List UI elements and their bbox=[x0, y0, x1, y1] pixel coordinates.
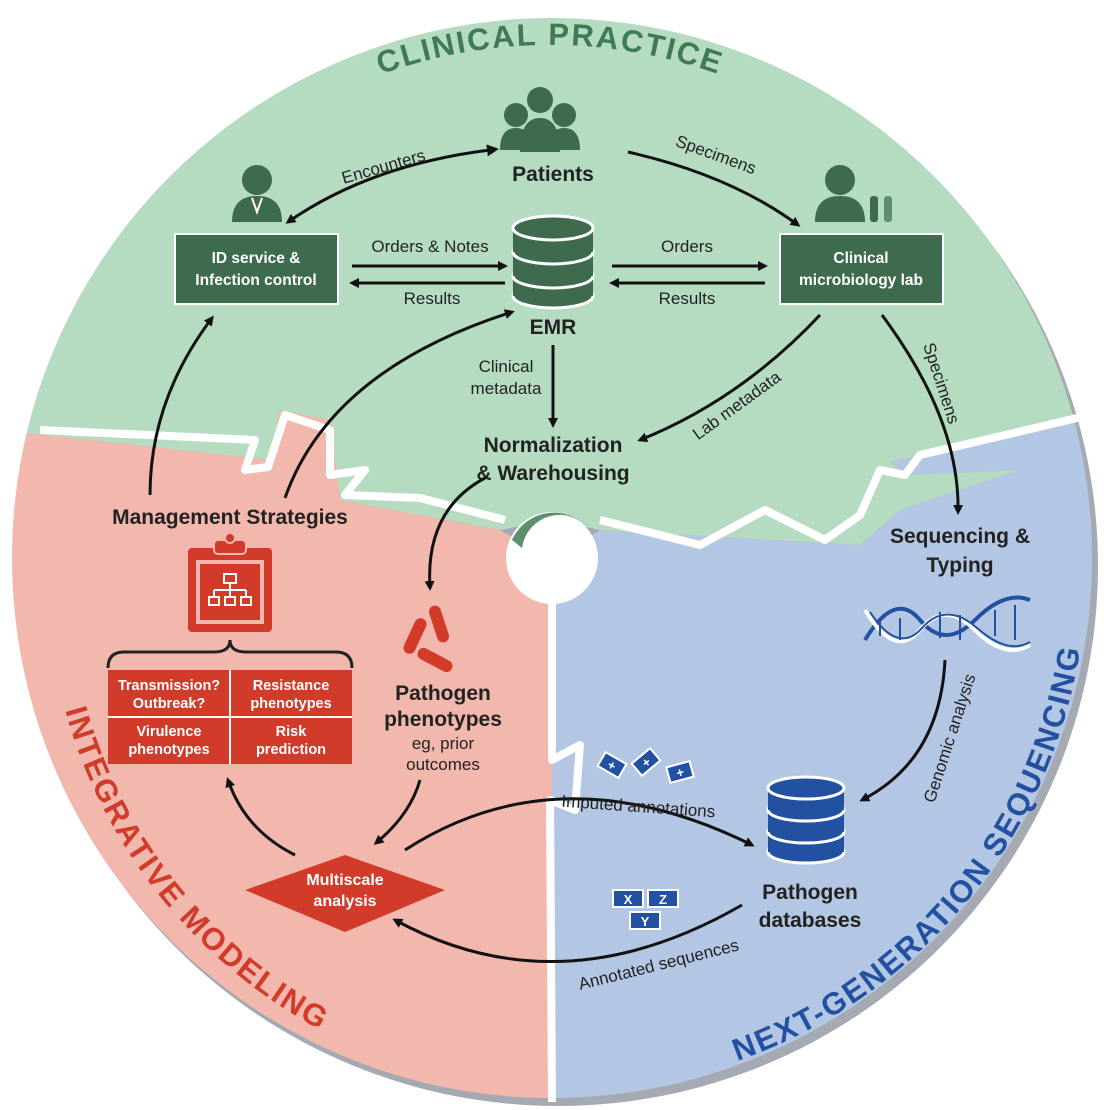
micro-lab-line1: Clinical bbox=[833, 250, 888, 267]
grid-tl-line1: Transmission? bbox=[118, 678, 220, 694]
sequencing-line2: Typing bbox=[926, 554, 993, 577]
grid-br-line1: Risk bbox=[276, 724, 308, 740]
emr-label: EMR bbox=[530, 316, 577, 339]
grid-br-line2: prediction bbox=[256, 742, 326, 758]
annotated-sequences-arrow bbox=[392, 903, 743, 964]
brace bbox=[106, 639, 354, 669]
grid-tr-line1: Resistance bbox=[253, 678, 330, 694]
doctor-icon bbox=[232, 165, 282, 222]
clinical-metadata-line2: metadata bbox=[471, 379, 542, 398]
micro-lab-line2: microbiology lab bbox=[799, 272, 923, 289]
phenotypes-note-line1: eg, prior bbox=[412, 734, 475, 753]
grid-tl-line2: Outbreak? bbox=[133, 696, 206, 712]
normalization-line2: & Warehousing bbox=[476, 462, 629, 485]
micro-lab-box bbox=[779, 233, 944, 305]
lab-technician-icon bbox=[815, 165, 892, 222]
lab-metadata-arrow bbox=[637, 313, 822, 443]
grid-tr-line2: phenotypes bbox=[250, 696, 331, 712]
seq-tag-y: Y bbox=[641, 914, 650, 929]
annotation-tag-3: + bbox=[675, 764, 687, 781]
multiscale-to-grid-arrow bbox=[225, 777, 296, 857]
seq-tag-z: Z bbox=[659, 892, 667, 907]
hub bbox=[506, 512, 598, 604]
emr-database-icon bbox=[511, 214, 595, 310]
clinical-metadata-line1: Clinical bbox=[479, 357, 534, 376]
bacteria-icon bbox=[401, 603, 455, 675]
phenotypes-line1: Pathogen bbox=[395, 682, 491, 705]
phenotypes-to-multiscale-arrow bbox=[373, 779, 422, 845]
id-service-line1: ID service & bbox=[212, 250, 301, 267]
results-right-label: Results bbox=[659, 289, 716, 308]
management-to-id-arrow bbox=[148, 315, 214, 496]
management-label: Management Strategies bbox=[112, 506, 348, 529]
dna-helix-icon bbox=[863, 595, 1032, 652]
specimens-top-arrow bbox=[627, 150, 801, 227]
patients-icon bbox=[500, 87, 580, 152]
id-service-box bbox=[174, 233, 339, 305]
grid-bl-line1: Virulence bbox=[136, 724, 201, 740]
seq-tag-x: X bbox=[624, 892, 633, 907]
specimens-right-arrow bbox=[880, 314, 964, 515]
clipboard-icon bbox=[188, 532, 272, 632]
results-left-label: Results bbox=[404, 289, 461, 308]
sequencing-line1: Sequencing & bbox=[890, 525, 1030, 548]
grid-bl-line2: phenotypes bbox=[128, 742, 209, 758]
pathogen-database-icon bbox=[766, 775, 846, 865]
encounters-arrow bbox=[285, 144, 499, 224]
patients-label: Patients bbox=[512, 163, 594, 186]
annotation-tags-icon: + + + bbox=[596, 746, 695, 785]
multiscale-line1: Multiscale bbox=[306, 872, 383, 889]
multiscale-line2: analysis bbox=[313, 893, 376, 910]
strategies-grid bbox=[108, 670, 352, 764]
region-seams bbox=[39, 411, 1091, 1103]
normalization-to-phenotypes-arrow bbox=[424, 476, 486, 591]
genomic-analysis-arrow bbox=[859, 659, 947, 802]
orders-notes-label: Orders & Notes bbox=[371, 237, 488, 256]
lower-arrows bbox=[148, 309, 947, 964]
hub-accent bbox=[512, 512, 590, 548]
phenotypes-line2: phenotypes bbox=[384, 708, 502, 731]
multiscale-diamond bbox=[245, 855, 445, 932]
databases-line1: Pathogen bbox=[762, 881, 858, 904]
phenotypes-note-line2: outcomes bbox=[406, 755, 480, 774]
imputed-annotations-arrow bbox=[404, 797, 755, 852]
clinical-arrows bbox=[285, 144, 964, 515]
normalization-line1: Normalization bbox=[484, 434, 623, 457]
orders-label: Orders bbox=[661, 237, 713, 256]
databases-line2: databases bbox=[759, 909, 862, 932]
id-service-line2: Infection control bbox=[195, 272, 316, 289]
sequence-tags-icon: X Z Y bbox=[612, 889, 679, 930]
management-to-emr-arrow bbox=[283, 309, 515, 499]
